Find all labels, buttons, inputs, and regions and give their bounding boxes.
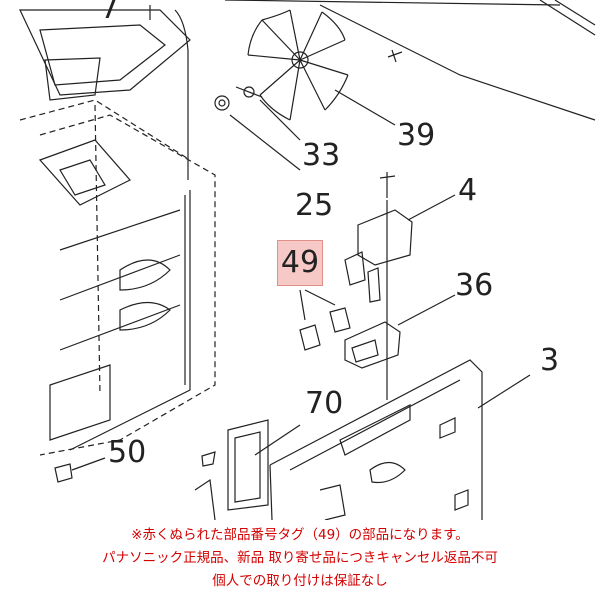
part-4 xyxy=(344,209,413,303)
bracket xyxy=(194,478,216,520)
screws xyxy=(54,49,403,483)
nut-washer xyxy=(214,86,263,111)
caption: ※赤くぬられた部品番号タグ（49）の部品になります。 パナソニック正規品、新品 … xyxy=(0,524,600,593)
caption-line-3: 個人での取り付けは保証なし xyxy=(212,573,388,589)
callout-39: 39 xyxy=(397,118,435,153)
callout-50: 50 xyxy=(108,435,146,470)
top-rail xyxy=(224,0,596,121)
oven-cavity xyxy=(19,99,216,456)
part-49 xyxy=(299,307,351,351)
callout-3: 3 xyxy=(540,343,559,378)
callout-70: 70 xyxy=(305,386,343,421)
part-3 xyxy=(269,359,483,520)
leader-lines xyxy=(71,5,531,471)
highlighted-part-number: 49 xyxy=(280,245,320,280)
exploded-parts-diagram: 7 33 39 25 4 36 3 70 50 xyxy=(19,0,596,520)
callout-33: 33 xyxy=(302,138,340,173)
caption-line-1: ※赤くぬられた部品番号タグ（49）の部品になります。 xyxy=(131,527,469,543)
highlighted-tag xyxy=(277,240,323,286)
convection-fan xyxy=(247,9,349,121)
callout-36: 36 xyxy=(455,268,493,303)
callout-4: 4 xyxy=(458,173,477,208)
callout-25: 25 xyxy=(295,188,333,223)
caption-line-2: パナソニック正規品、新品 取り寄せ品につきキャンセル返品不可 xyxy=(102,550,498,566)
top-panel xyxy=(19,9,191,101)
part-36 xyxy=(344,321,401,369)
part-70 xyxy=(227,419,269,511)
callout-7: 7 xyxy=(100,0,119,26)
